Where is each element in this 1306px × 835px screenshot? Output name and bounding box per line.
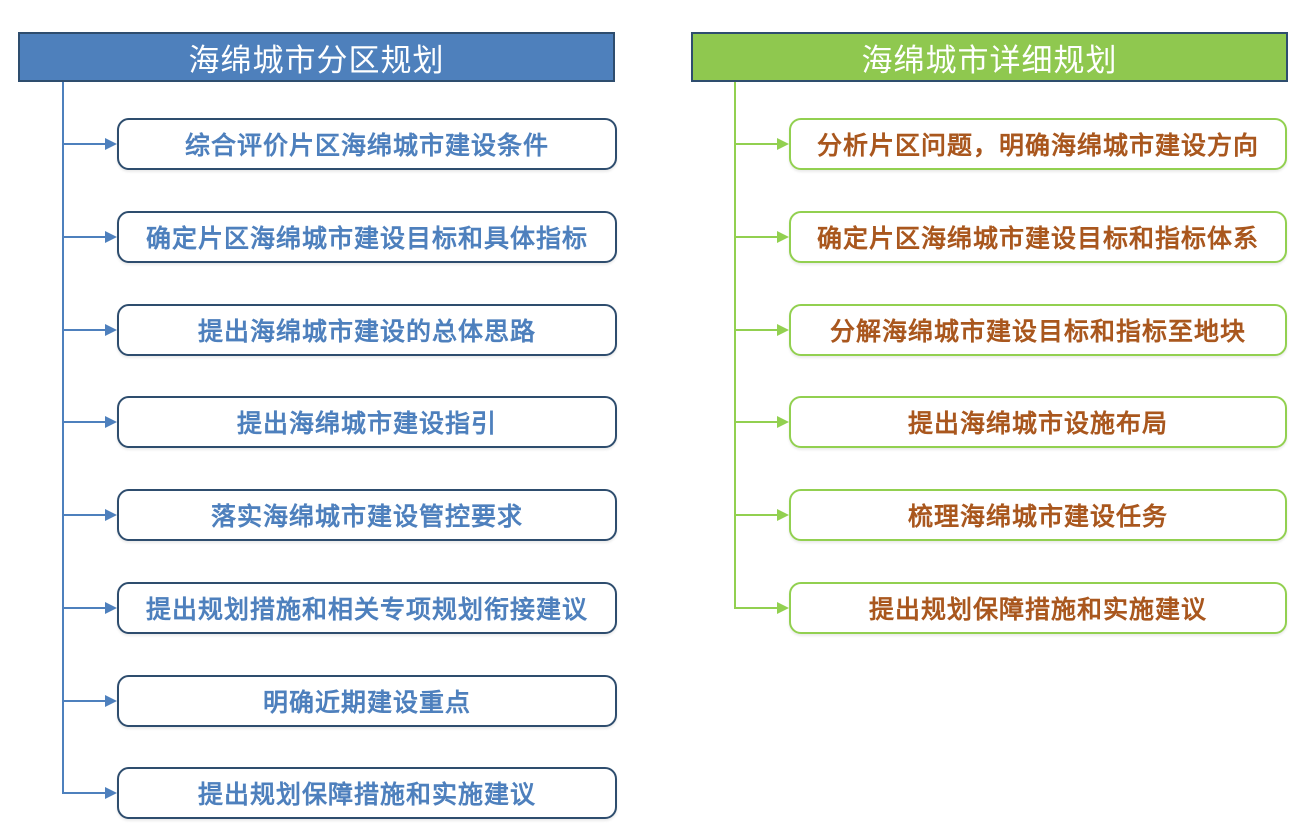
- arrowhead-icon: [105, 602, 117, 614]
- arrowhead-icon: [777, 231, 789, 243]
- process-box: 梳理海绵城市建设任务: [789, 489, 1287, 541]
- process-box: 提出海绵城市建设指引: [117, 396, 617, 448]
- process-box: 分析片区问题，明确海绵城市建设方向: [789, 118, 1287, 170]
- process-box-label: 综合评价片区海绵城市建设条件: [184, 132, 549, 160]
- connector-line: [735, 236, 778, 238]
- connector-line: [63, 514, 106, 516]
- arrowhead-icon: [777, 324, 789, 336]
- connector-line: [63, 143, 106, 145]
- process-box: 提出规划保障措施和实施建议: [117, 767, 617, 819]
- process-box-label: 提出海绵城市设施布局: [907, 410, 1168, 438]
- process-box: 落实海绵城市建设管控要求: [117, 489, 617, 541]
- process-box-label: 明确近期建设重点: [262, 689, 471, 717]
- process-box-label: 提出规划保障措施和实施建议: [197, 781, 536, 809]
- left-panel-header: 海绵城市分区规划: [18, 32, 615, 82]
- connector-line: [63, 607, 106, 609]
- right-panel-title: 海绵城市详细规划: [861, 42, 1118, 78]
- arrowhead-icon: [105, 416, 117, 428]
- right-trunk-connector-line: [734, 82, 736, 609]
- connector-line: [735, 421, 778, 423]
- left-panel-title: 海绵城市分区规划: [188, 42, 445, 78]
- connector-line: [63, 421, 106, 423]
- connector-line: [63, 329, 106, 331]
- process-box-label: 提出规划措施和相关专项规划衔接建议: [145, 596, 588, 624]
- arrowhead-icon: [777, 138, 789, 150]
- process-box-label: 梳理海绵城市建设任务: [907, 503, 1168, 531]
- process-box: 提出海绵城市建设的总体思路: [117, 304, 617, 356]
- arrowhead-icon: [105, 231, 117, 243]
- process-box: 确定片区海绵城市建设目标和具体指标: [117, 211, 617, 263]
- process-box: 提出规划措施和相关专项规划衔接建议: [117, 582, 617, 634]
- process-box-label: 分析片区问题，明确海绵城市建设方向: [816, 132, 1259, 160]
- arrowhead-icon: [105, 695, 117, 707]
- connector-line: [63, 700, 106, 702]
- arrowhead-icon: [777, 416, 789, 428]
- process-box: 提出海绵城市设施布局: [789, 396, 1287, 448]
- process-box-label: 提出规划保障措施和实施建议: [868, 596, 1207, 624]
- connector-line: [735, 329, 778, 331]
- process-box-label: 确定片区海绵城市建设目标和指标体系: [816, 225, 1259, 253]
- arrowhead-icon: [105, 138, 117, 150]
- connector-line: [63, 792, 106, 794]
- process-box-label: 确定片区海绵城市建设目标和具体指标: [145, 225, 588, 253]
- arrowhead-icon: [105, 787, 117, 799]
- connector-line: [735, 514, 778, 516]
- connector-line: [735, 143, 778, 145]
- connector-line: [735, 607, 778, 609]
- process-box: 综合评价片区海绵城市建设条件: [117, 118, 617, 170]
- connector-line: [63, 236, 106, 238]
- process-box: 明确近期建设重点: [117, 675, 617, 727]
- process-box-label: 提出海绵城市建设指引: [236, 410, 497, 438]
- process-box-label: 分解海绵城市建设目标和指标至地块: [829, 318, 1246, 346]
- process-box: 分解海绵城市建设目标和指标至地块: [789, 304, 1287, 356]
- process-box: 提出规划保障措施和实施建议: [789, 582, 1287, 634]
- arrowhead-icon: [777, 509, 789, 521]
- process-box-label: 落实海绵城市建设管控要求: [210, 503, 523, 531]
- process-box: 确定片区海绵城市建设目标和指标体系: [789, 211, 1287, 263]
- arrowhead-icon: [105, 509, 117, 521]
- arrowhead-icon: [105, 324, 117, 336]
- right-panel-header: 海绵城市详细规划: [691, 32, 1288, 82]
- left-trunk-connector-line: [62, 82, 64, 794]
- process-box-label: 提出海绵城市建设的总体思路: [197, 318, 536, 346]
- arrowhead-icon: [777, 602, 789, 614]
